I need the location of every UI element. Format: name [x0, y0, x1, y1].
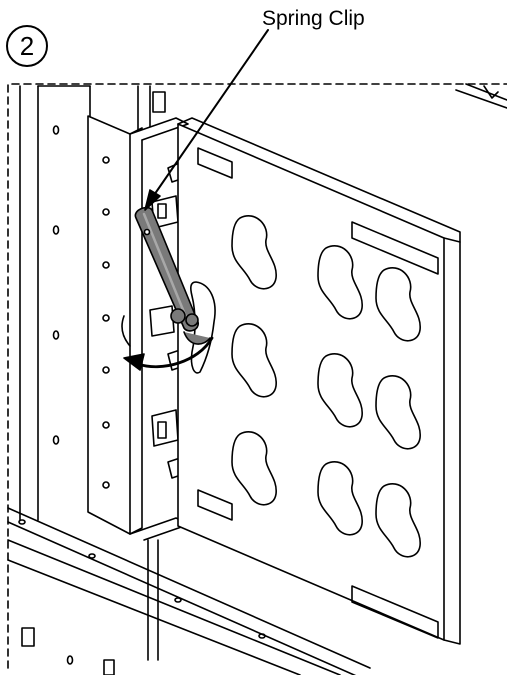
step-number: 2 — [19, 30, 35, 61]
perforated-panel — [177, 117, 461, 645]
panel-cutout — [317, 245, 363, 320]
rotation-arrow — [123, 336, 214, 371]
spring-clip-label: Spring Clip — [262, 7, 365, 30]
panel-cutout — [375, 375, 421, 450]
panel-cutout — [375, 483, 421, 558]
panel-cutout — [231, 215, 277, 290]
panel-cutout — [231, 323, 277, 398]
lower-rail — [7, 507, 371, 675]
frame-post — [19, 85, 91, 521]
panel-cutout — [231, 431, 277, 506]
panel-cutout — [375, 267, 421, 342]
callout-leader — [144, 29, 269, 211]
mounting-bracket — [87, 115, 191, 541]
panel-cutout — [317, 353, 363, 428]
back-rail — [137, 85, 166, 661]
corner-hardware — [455, 83, 507, 109]
step-number-badge: 2 — [6, 25, 48, 67]
spring-clip — [134, 206, 211, 345]
detail-boundary-dashed — [7, 83, 507, 669]
panel-cutout — [317, 461, 363, 536]
latch-lever — [190, 281, 216, 374]
